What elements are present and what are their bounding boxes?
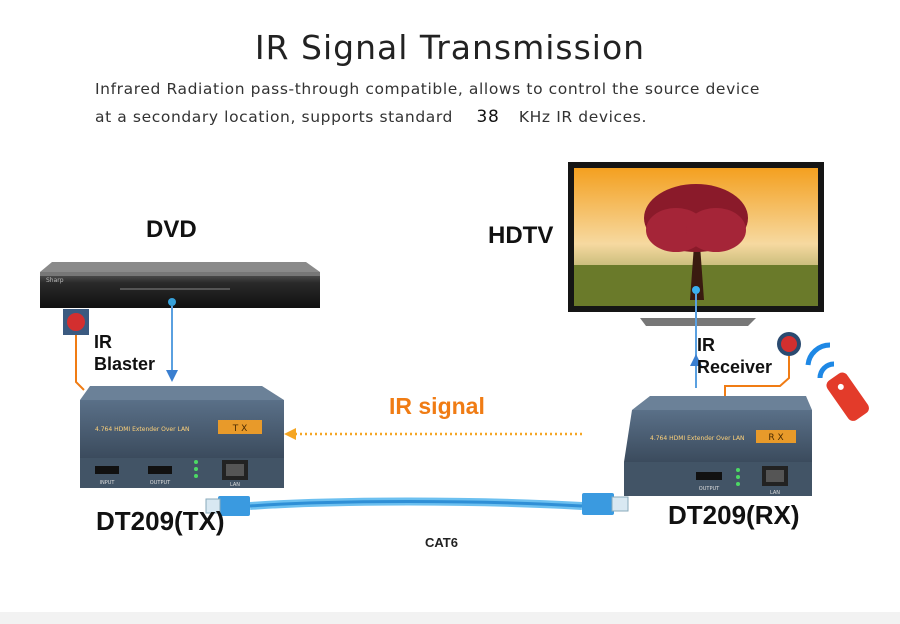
description-line-2-suffix: KHz IR devices.	[518, 108, 647, 126]
tx-port-input-label: INPUT	[100, 480, 116, 486]
bottom-band	[0, 612, 900, 624]
remote-control-icon	[805, 342, 869, 421]
tx-model-text: 4.764 HDMI Extender Over LAN	[95, 426, 190, 433]
ir-blaster-label-line-2: Blaster	[94, 354, 156, 374]
dvd-label: DVD	[146, 216, 197, 243]
rx-port-lan-label: LAN	[770, 490, 780, 496]
ir-blaster-cable	[75, 335, 85, 391]
rx-model-text: 4.764 HDMI Extender Over LAN	[650, 435, 745, 442]
tx-device: T X 4.764 HDMI Extender Over LAN INPUT O…	[80, 386, 284, 488]
tx-port-lan-label: LAN	[230, 482, 240, 488]
rx-device: R X 4.764 HDMI Extender Over LAN OUTPUT …	[624, 396, 812, 496]
ir-signal-arrow	[284, 428, 582, 440]
ir-blaster-icon	[63, 309, 89, 335]
ir-receiver-icon	[777, 332, 801, 356]
ir-blaster-label-line-1: IR	[94, 332, 112, 352]
ir-blaster-label: IR Blaster	[94, 331, 155, 375]
ir-receiver-label-line-2: Receiver	[697, 357, 773, 377]
ir-signal-label: IR signal	[389, 393, 485, 419]
page-title: IR Signal Transmission	[254, 28, 646, 67]
description-line-2: at a secondary location, supports standa…	[95, 107, 647, 127]
cable-label: CAT6	[425, 535, 458, 550]
tx-port-output-label: OUTPUT	[150, 480, 171, 486]
description-line-2-prefix: at a secondary location, supports standa…	[95, 108, 453, 126]
hdtv-label: HDTV	[488, 222, 554, 249]
dvd-to-tx-arrow	[166, 306, 178, 382]
ir-frequency-value: 38	[476, 107, 500, 127]
rx-device-label: DT209(RX)	[668, 500, 800, 530]
cat6-cable	[205, 493, 629, 516]
hdtv	[568, 162, 824, 326]
rx-to-hdtv-arrow	[690, 294, 702, 388]
ir-receiver-cable	[724, 356, 790, 396]
description-line-1: Infrared Radiation pass-through compatib…	[95, 80, 761, 98]
rx-badge: R X	[768, 433, 783, 443]
ir-receiver-label-line-1: IR	[697, 335, 715, 355]
tx-device-label: DT209(TX)	[96, 506, 225, 536]
tx-badge: T X	[232, 424, 248, 434]
ir-receiver-label: IR Receiver	[697, 334, 772, 378]
svg-text:Sharp: Sharp	[46, 277, 64, 284]
dvd-player: Sharp	[40, 262, 320, 308]
rx-port-output-label: OUTPUT	[699, 486, 720, 492]
